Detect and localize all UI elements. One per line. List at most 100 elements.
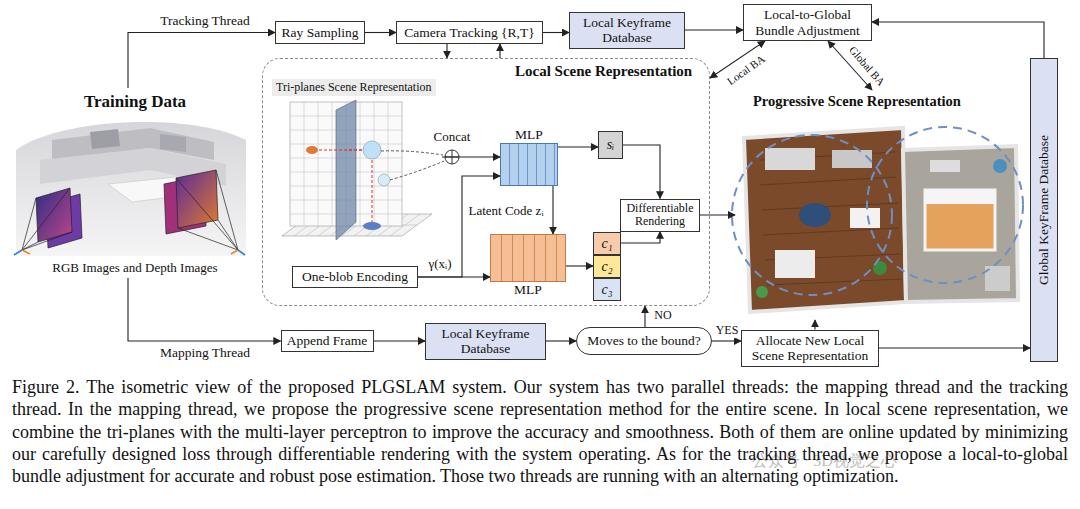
tri-plane-illustration: [336, 100, 356, 240]
output-box: c₃: [593, 278, 621, 301]
node-label: Training Data: [10, 92, 260, 112]
progressive-scene-illustration: [765, 148, 815, 170]
tri-plane-illustration: [306, 146, 318, 154]
tri-plane-illustration: [312, 150, 372, 222]
edge-label: Mapping Thread: [158, 345, 252, 361]
connector-arrow: [128, 278, 281, 341]
connector-arrow: [418, 176, 500, 277]
node-label: c₁: [601, 236, 612, 252]
node-label: Global KeyFrame Database: [1036, 135, 1052, 285]
node-label: MLP: [491, 127, 567, 143]
connector-arrow: [552, 186, 553, 234]
training-data-illustration: [14, 122, 246, 256]
node-label: Ray Sampling: [282, 25, 359, 40]
connector-arrow: [712, 340, 741, 341]
process-box: Local-to-Global Bundle Adjustment: [743, 4, 872, 41]
mlp-block: MLP: [500, 143, 558, 186]
output-box: c₁: [593, 232, 621, 255]
output-box: sᵢ: [598, 131, 623, 159]
connector-arrow: [374, 340, 426, 341]
connector-arrow: [623, 145, 660, 199]
progressive-scene-illustration: [756, 286, 768, 298]
training-data-illustration: [90, 129, 120, 149]
progressive-scene-illustration: [732, 135, 892, 295]
progressive-scene-illustration: [993, 159, 1007, 173]
connector-arrow: [621, 232, 660, 244]
edge-label: YES: [714, 324, 741, 338]
training-data-illustration: [22, 170, 238, 250]
connector-arrow: [418, 276, 490, 277]
progressive-scene-illustration: [850, 208, 880, 228]
node-label: One-blob Encoding: [302, 269, 408, 284]
progressive-scene-illustration: [925, 190, 995, 204]
edge-label: NO: [652, 309, 673, 323]
connector-arrow: [700, 214, 735, 215]
output-box: c₂: [593, 255, 621, 278]
node-label: Local Keyframe Database: [573, 15, 681, 45]
edge-label: Global BA: [845, 42, 889, 90]
figure-caption: Figure 2. The isometric view of the prop…: [12, 376, 1068, 487]
node-label: Local-to-Global Bundle Adjustment: [747, 7, 868, 37]
node-label: c₃: [601, 282, 612, 298]
progressive-scene-illustration: [732, 127, 1023, 312]
process-box: Ray Sampling: [275, 21, 365, 44]
training-data-illustration: [22, 250, 238, 254]
connector-arrow: [365, 32, 396, 33]
node-label: MLP: [481, 282, 575, 298]
edge-label: Local BA: [723, 51, 769, 89]
math-label: γ(xᵢ): [426, 257, 453, 272]
progressive-scene-illustration: [799, 203, 831, 227]
training-data-illustration: [218, 220, 238, 250]
training-data-illustration: [16, 122, 246, 256]
edge-label: Tracking Thread: [158, 13, 252, 29]
training-data-illustration: [14, 250, 245, 255]
progressive-scene-illustration: [867, 127, 1023, 283]
connector-arrow: [872, 22, 1044, 58]
connector-arrow: [446, 44, 447, 58]
input-data-panel: Training DataRGB Images and Depth Images: [10, 88, 260, 278]
node-label: Tri-planes Scene Representation: [272, 79, 436, 96]
database-box: Global KeyFrame Database: [1030, 58, 1058, 362]
tri-plane-illustration: [363, 141, 381, 159]
connector-arrow: [442, 156, 500, 157]
node-label: Append Frame: [287, 333, 368, 348]
process-box: Append Frame: [281, 330, 374, 352]
connector-arrow: [558, 146, 598, 147]
node-label: Local Scene Representation: [515, 63, 692, 80]
connector-arrow: [566, 265, 593, 266]
progressive-scene-illustration: [903, 146, 1018, 302]
tri-plane-illustration: [336, 120, 356, 210]
training-data-illustration: [22, 188, 70, 250]
progressive-scene-illustration: [744, 128, 906, 312]
connector-arrow: [546, 340, 576, 341]
node-label: c₂: [601, 259, 612, 275]
node-label: Progressive Scene Representation: [753, 93, 961, 110]
connector-arrow: [499, 44, 500, 58]
mlp-block: MLP: [490, 234, 566, 282]
training-data-illustration: [22, 198, 36, 250]
connector-arrow: [644, 306, 645, 327]
progressive-scene-illustration: [775, 250, 815, 278]
training-data-illustration: [216, 170, 238, 250]
node-label: Local Keyframe Database: [429, 326, 542, 356]
triplane-panel: Tri-planes Scene Representation: [272, 79, 442, 249]
tri-plane-illustration: [282, 100, 444, 240]
module-region: Local Scene RepresentationTri-planes Sce…: [262, 58, 710, 306]
scene-panel: Progressive Scene Representation: [735, 90, 1021, 320]
edge-label: Latent Code zᵢ: [466, 204, 545, 219]
connector-arrow: [128, 33, 275, 89]
training-data-illustration: [176, 178, 238, 250]
decision-box: Moves to the bound?: [576, 327, 712, 355]
tri-plane-illustration: [378, 174, 390, 186]
process-box: One-blob Encoding: [292, 266, 418, 288]
connector-arrow: [543, 32, 569, 33]
node-label: Differentiable Rendering: [623, 202, 697, 229]
process-box: Camera Tracking {R,T}: [396, 21, 543, 44]
progressive-scene-illustration: [925, 190, 995, 250]
progressive-scene-illustration: [832, 150, 872, 168]
node-label: Moves to the bound?: [587, 333, 701, 348]
database-box: Local Keyframe Database: [425, 323, 546, 360]
database-box: Local Keyframe Database: [569, 12, 685, 49]
tri-plane-illustration: [381, 151, 444, 180]
node-label: Allocate New Local Scene Representation: [745, 333, 875, 363]
